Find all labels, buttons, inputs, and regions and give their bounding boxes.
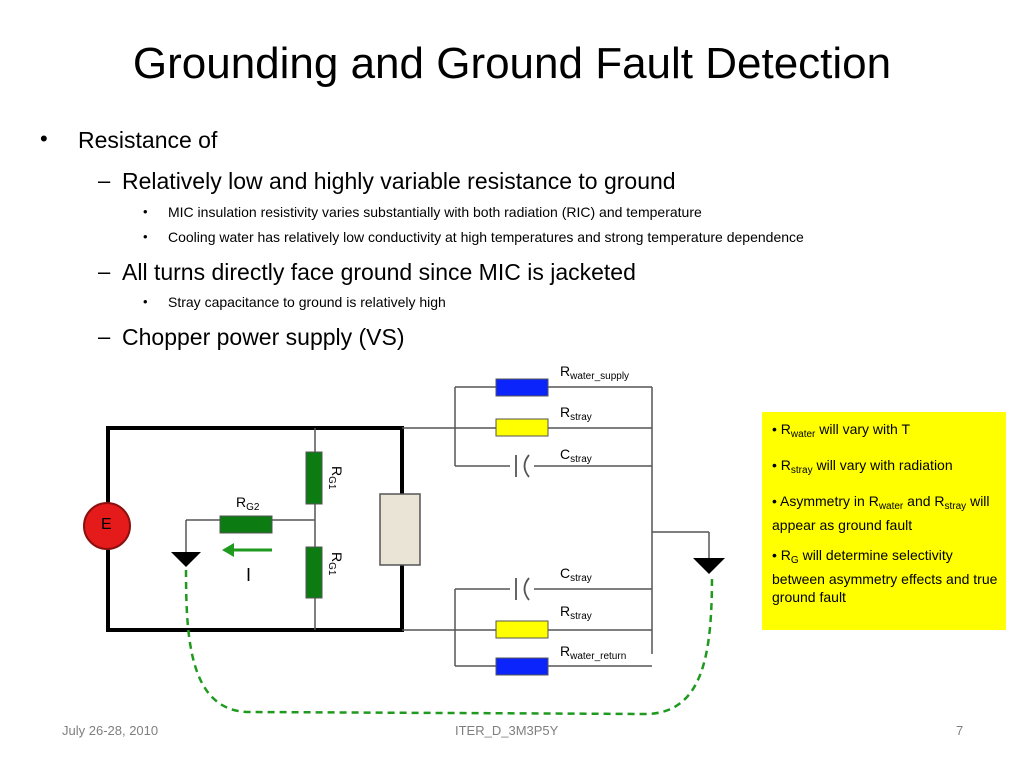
- note-rg-b: will determine selectivity between asymm…: [772, 547, 998, 605]
- label-rg1-top-sub: G1: [326, 476, 337, 490]
- source-label: E: [101, 516, 112, 533]
- bullet-dash: –: [98, 324, 111, 349]
- label-c-stray-top-main: C: [560, 446, 571, 462]
- label-c-stray-bottom-sub: stray: [570, 573, 592, 584]
- note-rg: • RG will determine selectivity between …: [772, 546, 998, 606]
- label-r-stray-top: Rstray: [560, 404, 592, 423]
- capacitor-top-gap: [510, 452, 534, 480]
- slide-title: Grounding and Ground Fault Detection: [132, 39, 892, 88]
- current-arrow-head: [222, 543, 234, 557]
- ground-fault-path: [184, 569, 714, 716]
- bullet-chopper-power-supply: Chopper power supply (VS): [122, 324, 405, 350]
- resistor-stray-bottom: [495, 620, 549, 639]
- bullet-dot: •: [40, 126, 48, 151]
- label-rg2-main: R: [236, 494, 247, 510]
- label-r-water-supply: Rwater_supply: [560, 363, 629, 382]
- label-rg2-sub: G2: [246, 502, 260, 513]
- voltage-source: [83, 502, 131, 550]
- resistor-water-return: [495, 657, 549, 676]
- explanation-note: • Rwater will vary with T • Rstray will …: [762, 412, 1006, 630]
- bullet-dot-small: •: [143, 294, 148, 309]
- resistor-water-supply: [495, 378, 549, 397]
- label-c-stray-bottom: Cstray: [560, 565, 592, 584]
- bullet-all-turns-face-ground: All turns directly face ground since MIC…: [122, 259, 636, 285]
- load-box: [379, 493, 421, 566]
- footer-date: July 26-28, 2010: [62, 723, 159, 738]
- current-label: I: [246, 565, 252, 585]
- label-rg1-bottom: RG1: [326, 552, 345, 575]
- resistor-stray-top: [495, 418, 549, 437]
- capacitor-bottom-gap: [510, 575, 534, 603]
- note-rstray-a: • R: [772, 457, 791, 473]
- bullet-dot-small: •: [143, 204, 148, 219]
- bullet-dot-small: •: [143, 229, 148, 244]
- note-rwater-a: • R: [772, 421, 791, 437]
- label-c-stray-top: Cstray: [560, 446, 592, 465]
- resistor-rg2: [219, 515, 273, 534]
- resistor-rg1-bottom: [305, 546, 323, 599]
- note-asymmetry-sub2: stray: [944, 501, 967, 512]
- label-rg1-top-main: R: [329, 466, 345, 477]
- note-rstray-sub: stray: [790, 465, 813, 476]
- label-r-water-return: Rwater_return: [560, 643, 626, 662]
- bullet-stray-capacitance: Stray capacitance to ground is relativel…: [168, 294, 446, 310]
- label-rg1-bottom-main: R: [329, 552, 345, 563]
- label-r-water-supply-sub: water_supply: [570, 371, 630, 382]
- label-rg1-top: RG1: [326, 466, 345, 489]
- note-asymmetry-a: • Asymmetry in R: [772, 493, 879, 509]
- bullet-low-variable-resistance: Relatively low and highly variable resis…: [122, 168, 676, 194]
- note-rstray-b: will vary with radiation: [812, 457, 953, 473]
- capacitor-top-plate-b: [523, 454, 530, 478]
- label-c-stray-top-sub: stray: [570, 454, 592, 465]
- label-r-stray-top-sub: stray: [570, 412, 592, 423]
- resistor-rg1-top: [305, 451, 323, 505]
- bullet-dash: –: [98, 168, 111, 193]
- label-c-stray-bottom-main: C: [560, 565, 571, 581]
- label-r-water-return-main: R: [560, 643, 571, 659]
- note-rwater: • Rwater will vary with T: [772, 420, 998, 444]
- capacitor-bottom-plate-b: [523, 577, 530, 601]
- ground-symbol-left: [171, 552, 201, 567]
- footer-doc-id: ITER_D_3M3P5Y: [455, 723, 559, 738]
- label-r-water-supply-main: R: [560, 363, 571, 379]
- bullet-resistance-of: Resistance of: [78, 127, 218, 153]
- note-rwater-sub: water: [790, 429, 816, 440]
- footer-page-number: 7: [956, 723, 964, 738]
- note-asymmetry-c: will appear as ground fault: [772, 493, 990, 533]
- note-asymmetry-sub1: water: [878, 501, 904, 512]
- label-r-stray-bottom-sub: stray: [570, 611, 592, 622]
- note-rwater-b: will vary with T: [815, 421, 911, 437]
- label-r-stray-top-main: R: [560, 404, 571, 420]
- label-rg1-bottom-sub: G1: [326, 562, 337, 576]
- note-rg-sub: G: [790, 555, 799, 566]
- label-r-water-return-sub: water_return: [570, 651, 627, 662]
- note-asymmetry-b: and R: [903, 493, 945, 509]
- label-r-stray-bottom: Rstray: [560, 603, 592, 622]
- label-r-stray-bottom-main: R: [560, 603, 571, 619]
- label-rg2: RG2: [236, 494, 259, 513]
- ground-symbol-right: [693, 558, 725, 574]
- note-rg-a: • R: [772, 547, 791, 563]
- bullet-dash: –: [98, 259, 111, 284]
- note-rstray: • Rstray will vary with radiation: [772, 456, 998, 480]
- note-asymmetry: • Asymmetry in Rwater and Rstray will ap…: [772, 492, 998, 534]
- bullet-mic-insulation: MIC insulation resistivity varies substa…: [168, 204, 702, 220]
- bullet-cooling-water: Cooling water has relatively low conduct…: [168, 229, 804, 245]
